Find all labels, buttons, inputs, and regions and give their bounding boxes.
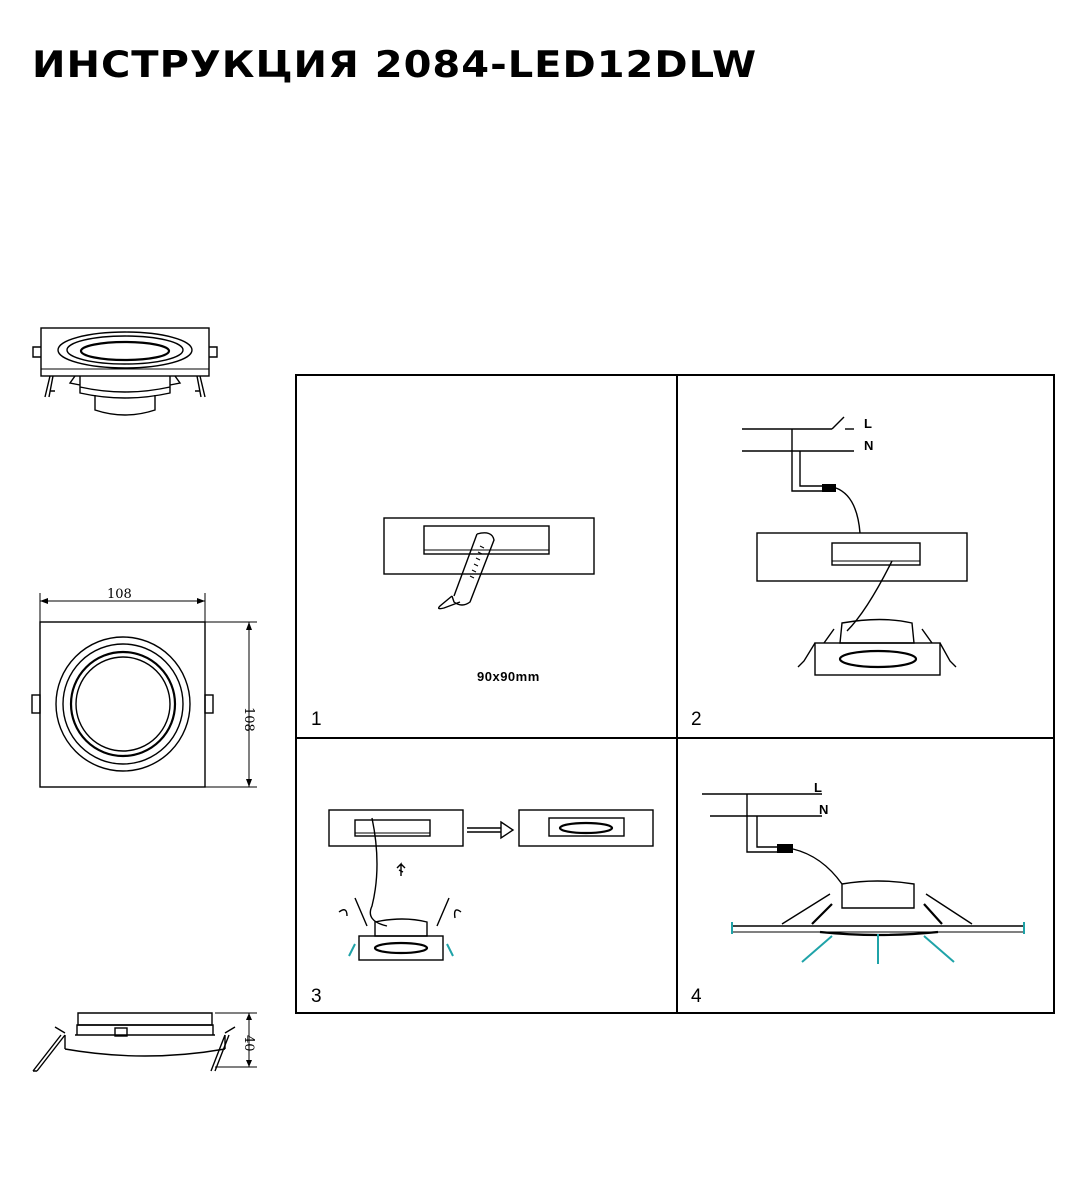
step-2-neutral-label: N bbox=[864, 438, 874, 453]
step-2-wiring-illustration bbox=[742, 416, 968, 676]
step-1-hole-size: 90x90mm bbox=[477, 669, 540, 684]
grid-divider-horizontal bbox=[297, 737, 1053, 739]
lamp-perspective-drawing bbox=[32, 327, 218, 416]
height-dimension-label: 108 bbox=[241, 707, 256, 732]
width-dimension-label: 108 bbox=[107, 587, 132, 602]
step-1-number: 1 bbox=[311, 709, 322, 730]
depth-dimension-label: 40 bbox=[241, 1035, 256, 1052]
step-2-live-label: L bbox=[864, 416, 873, 431]
grid-divider-vertical bbox=[676, 376, 678, 1012]
step-3-number: 3 bbox=[311, 986, 322, 1007]
lamp-side-view-drawing: 40 bbox=[32, 1012, 257, 1072]
instruction-grid: 90x90mm 1 L N 2 bbox=[295, 374, 1055, 1014]
step-4-number: 4 bbox=[691, 986, 702, 1007]
lamp-top-view-drawing: 108 108 bbox=[31, 587, 257, 788]
step-4-neutral-label: N bbox=[819, 802, 829, 817]
page-title: ИНСТРУКЦИЯ 2084-LED12DLW bbox=[32, 44, 758, 87]
step-4-live-label: L bbox=[814, 780, 823, 795]
step-3-insert-illustration bbox=[328, 809, 654, 961]
step-4-installed-illustration bbox=[702, 793, 1025, 964]
step-1-cut-hole-illustration bbox=[383, 517, 595, 610]
step-2-number: 2 bbox=[691, 709, 702, 730]
